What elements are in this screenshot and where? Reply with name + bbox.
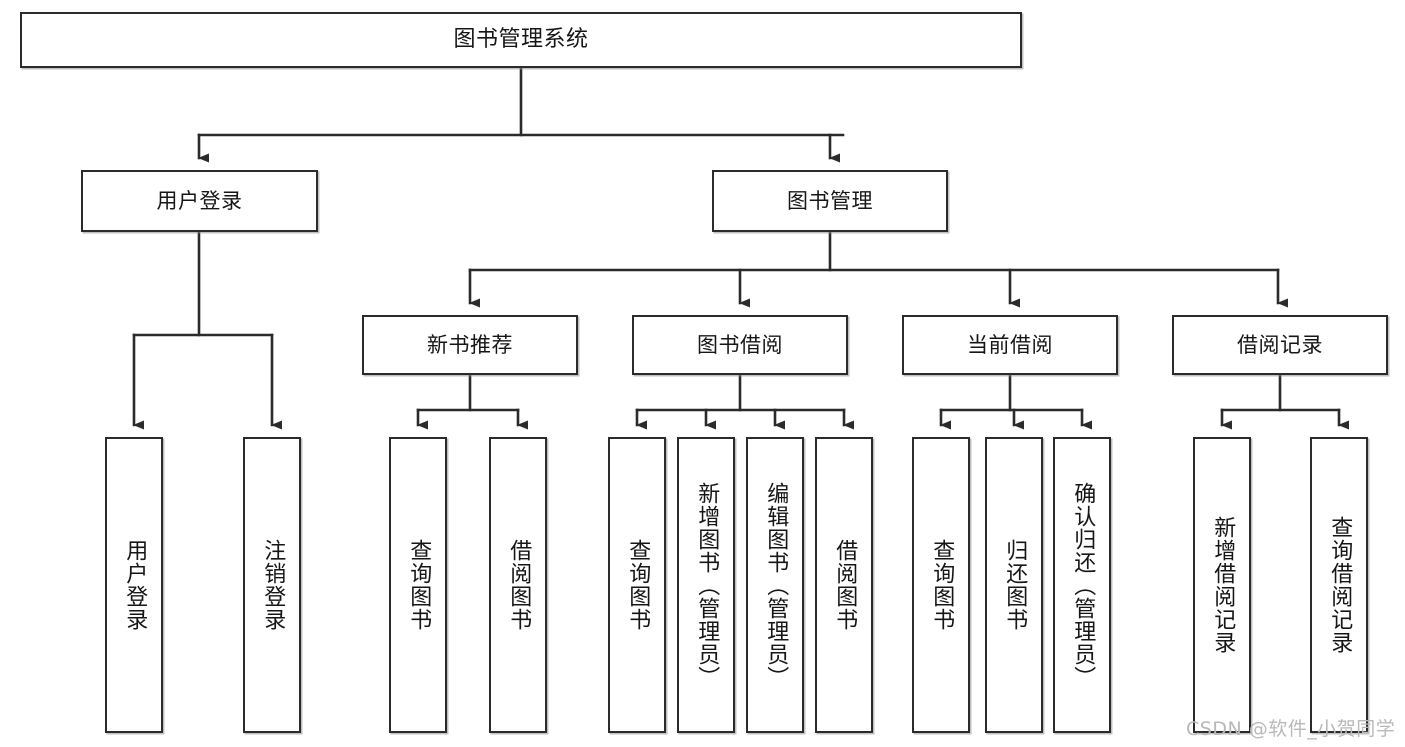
- node-leaf-edit-book-label: 编辑图书（管理员）: [763, 481, 789, 689]
- node-root[interactable]: 图书管理系统: [20, 12, 1022, 68]
- node-leaf-query-record-label: 查询借阅记录: [1327, 516, 1353, 654]
- node-book-management[interactable]: 图书管理: [712, 170, 948, 232]
- node-borrow-record[interactable]: 借阅记录: [1172, 315, 1388, 375]
- node-new-book-recommend-label: 新书推荐: [427, 332, 513, 357]
- node-leaf-query-book-2-label: 查询图书: [625, 539, 651, 631]
- csdn-watermark: CSDN @软件_小贺同学: [1186, 718, 1396, 740]
- node-leaf-edit-book[interactable]: 编辑图书（管理员）: [746, 437, 804, 733]
- node-current-borrow[interactable]: 当前借阅: [902, 315, 1118, 375]
- node-leaf-borrow-book-1[interactable]: 借阅图书: [489, 437, 547, 733]
- node-leaf-confirm-return-label: 确认归还（管理员）: [1070, 481, 1096, 689]
- node-leaf-user-logout-label: 注销登录: [260, 539, 286, 631]
- node-user-login[interactable]: 用户登录: [81, 170, 318, 232]
- node-leaf-confirm-return[interactable]: 确认归还（管理员）: [1053, 437, 1111, 733]
- node-user-login-label: 用户登录: [156, 188, 243, 213]
- node-leaf-return-book-label: 归还图书: [1002, 539, 1028, 631]
- node-leaf-query-book-3-label: 查询图书: [929, 539, 955, 631]
- node-leaf-query-record[interactable]: 查询借阅记录: [1310, 437, 1368, 733]
- node-book-borrow[interactable]: 图书借阅: [632, 315, 848, 375]
- node-borrow-record-label: 借阅记录: [1237, 332, 1323, 357]
- node-leaf-user-logout[interactable]: 注销登录: [243, 437, 301, 733]
- node-root-label: 图书管理系统: [453, 27, 589, 53]
- node-leaf-borrow-book-2[interactable]: 借阅图书: [815, 437, 873, 733]
- node-leaf-add-book-label: 新增图书（管理员）: [694, 481, 720, 689]
- node-book-management-label: 图书管理: [787, 188, 873, 213]
- node-book-borrow-label: 图书借阅: [697, 332, 783, 357]
- node-leaf-borrow-book-1-label: 借阅图书: [506, 539, 532, 631]
- node-leaf-add-record[interactable]: 新增借阅记录: [1193, 437, 1251, 733]
- node-leaf-add-record-label: 新增借阅记录: [1210, 516, 1236, 654]
- node-leaf-query-book-2[interactable]: 查询图书: [608, 437, 666, 733]
- node-current-borrow-label: 当前借阅: [967, 332, 1053, 357]
- node-leaf-query-book-1-label: 查询图书: [406, 539, 432, 631]
- node-leaf-return-book[interactable]: 归还图书: [985, 437, 1043, 733]
- node-leaf-query-book-3[interactable]: 查询图书: [912, 437, 970, 733]
- node-leaf-user-login-label: 用户登录: [122, 539, 148, 631]
- node-leaf-add-book[interactable]: 新增图书（管理员）: [677, 437, 735, 733]
- node-leaf-query-book-1[interactable]: 查询图书: [389, 437, 447, 733]
- node-new-book-recommend[interactable]: 新书推荐: [362, 315, 578, 375]
- node-leaf-borrow-book-2-label: 借阅图书: [832, 539, 858, 631]
- node-leaf-user-login[interactable]: 用户登录: [105, 437, 163, 733]
